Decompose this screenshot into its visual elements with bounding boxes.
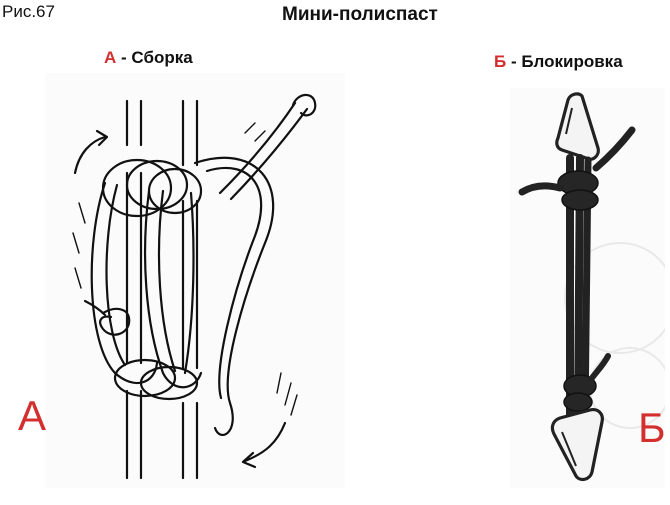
rotate-arrow-top [73, 135, 107, 175]
loop-left-inner [105, 183, 127, 367]
assembly-illustration [45, 73, 345, 488]
panel-b-heading: Б - Блокировка [494, 52, 623, 72]
panel-b-separator: - [506, 52, 522, 71]
assembly-drawing [72, 93, 317, 480]
figure-label: Рис.67 [2, 2, 55, 21]
lower-wrap-2 [139, 365, 199, 401]
lower-knot [563, 374, 597, 412]
lower-wrap-1 [113, 358, 177, 398]
motion-lines-left [72, 202, 86, 289]
loop-right-1 [183, 191, 195, 375]
knot-tail-left [518, 182, 564, 196]
upper-wrap-3 [147, 167, 203, 215]
tail-rope-1 [218, 101, 297, 195]
panel-b-letter: Б [494, 52, 507, 71]
motion-lines-top [244, 122, 266, 142]
motion-lines-right [276, 372, 298, 416]
long-loop [193, 156, 275, 436]
locking-illustration [510, 88, 665, 488]
upper-knot [557, 170, 599, 211]
left-knot [99, 307, 131, 336]
panel-a-separator: - [116, 48, 132, 67]
motion-arrow-bottom-head [241, 451, 257, 469]
tail-knot [291, 93, 317, 117]
left-tail [83, 299, 107, 317]
long-loop-inner [205, 166, 263, 400]
loop-left-outer [90, 181, 159, 384]
motion-arrow-bottom [243, 421, 287, 463]
panel-a-letter: А [104, 48, 117, 67]
panel-a-heading: А - Сборка [104, 48, 193, 68]
lower-tail [589, 353, 611, 381]
rotate-arrow-top-head [95, 129, 109, 147]
top-carabiner [555, 92, 600, 161]
upper-wrap-2 [125, 159, 189, 211]
bottom-carabiner [550, 408, 604, 482]
loop-center-2 [157, 189, 177, 373]
knot-tail-right [592, 126, 636, 172]
panel-a-caption: Сборка [131, 48, 193, 67]
panel-b-big-letter: Б [638, 404, 666, 451]
panel-a-big-letter: А [18, 392, 47, 439]
locking-drawing [518, 92, 665, 482]
panel-b-caption: Блокировка [521, 52, 623, 71]
tail-rope-2 [229, 107, 309, 201]
diagram-title: Мини-полиспаст [282, 4, 438, 25]
loop-center-1 [144, 189, 203, 389]
